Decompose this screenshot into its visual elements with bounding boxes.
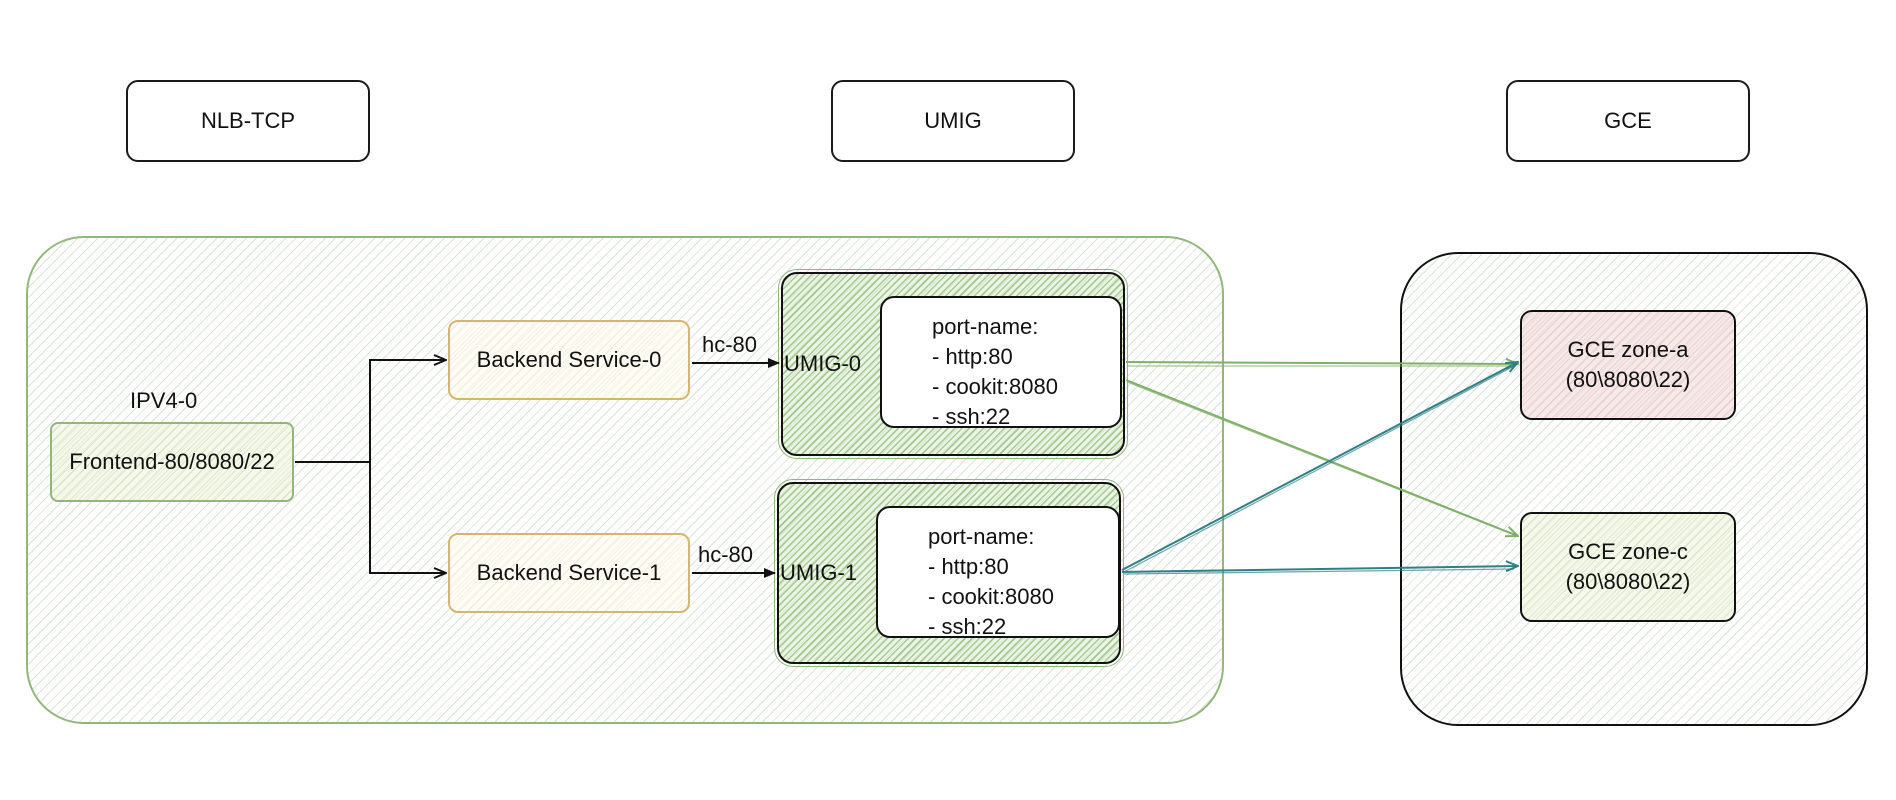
header-gce-label: GCE — [1604, 108, 1652, 133]
umig-1-port-ssh: - ssh:22 — [928, 614, 1007, 639]
gce-zone-a-ports: (80\8080\22) — [1565, 367, 1691, 392]
header-umig: UMIG — [831, 80, 1075, 162]
backend-service-0-label: Backend Service-0 — [476, 347, 662, 372]
backend-service-0: Backend Service-0 — [448, 320, 690, 400]
frontend-node: Frontend-80/8080/22 — [50, 422, 294, 502]
gce-zone-c-ports: (80\8080\22) — [1565, 569, 1691, 594]
gce-zone-a-node: GCE zone-a (80\8080\22) — [1520, 310, 1736, 420]
backend-service-1-label: Backend Service-1 — [476, 560, 662, 585]
header-umig-label: UMIG — [924, 108, 982, 133]
umig-0-label: UMIG-0 — [784, 351, 861, 376]
gce-zone-c-name: GCE zone-c — [1568, 539, 1688, 564]
header-nlb-tcp-label: NLB-TCP — [200, 108, 296, 133]
header-nlb-tcp: NLB-TCP — [126, 80, 370, 162]
umig-0-port-http: - http:80 — [932, 344, 1013, 369]
header-gce: GCE — [1506, 80, 1750, 162]
health-check-label-0: hc-80 — [702, 332, 758, 357]
frontend-ip-label: IPV4-0 — [130, 388, 198, 413]
umig-1-ports-title: port-name: — [928, 524, 1035, 549]
umig-1-port-http: - http:80 — [928, 554, 1009, 579]
umig-0-port-cookit: - cookit:8080 — [932, 374, 1058, 399]
umig-0-ports-title: port-name: — [932, 314, 1039, 339]
umig-0-port-ssh: - ssh:22 — [932, 404, 1011, 429]
umig-1-ports-card: port-name: - http:80 - cookit:8080 - ssh… — [876, 506, 1120, 639]
frontend-label: Frontend-80/8080/22 — [69, 449, 275, 474]
gce-zone-a-name: GCE zone-a — [1567, 337, 1689, 362]
umig-1-label: UMIG-1 — [780, 560, 857, 585]
umig-0-ports-card: port-name: - http:80 - cookit:8080 - ssh… — [880, 296, 1122, 429]
umig-1-port-cookit: - cookit:8080 — [928, 584, 1054, 609]
backend-service-1: Backend Service-1 — [448, 533, 690, 613]
gce-zone-c-node: GCE zone-c (80\8080\22) — [1520, 512, 1736, 622]
health-check-label-1: hc-80 — [698, 542, 754, 567]
